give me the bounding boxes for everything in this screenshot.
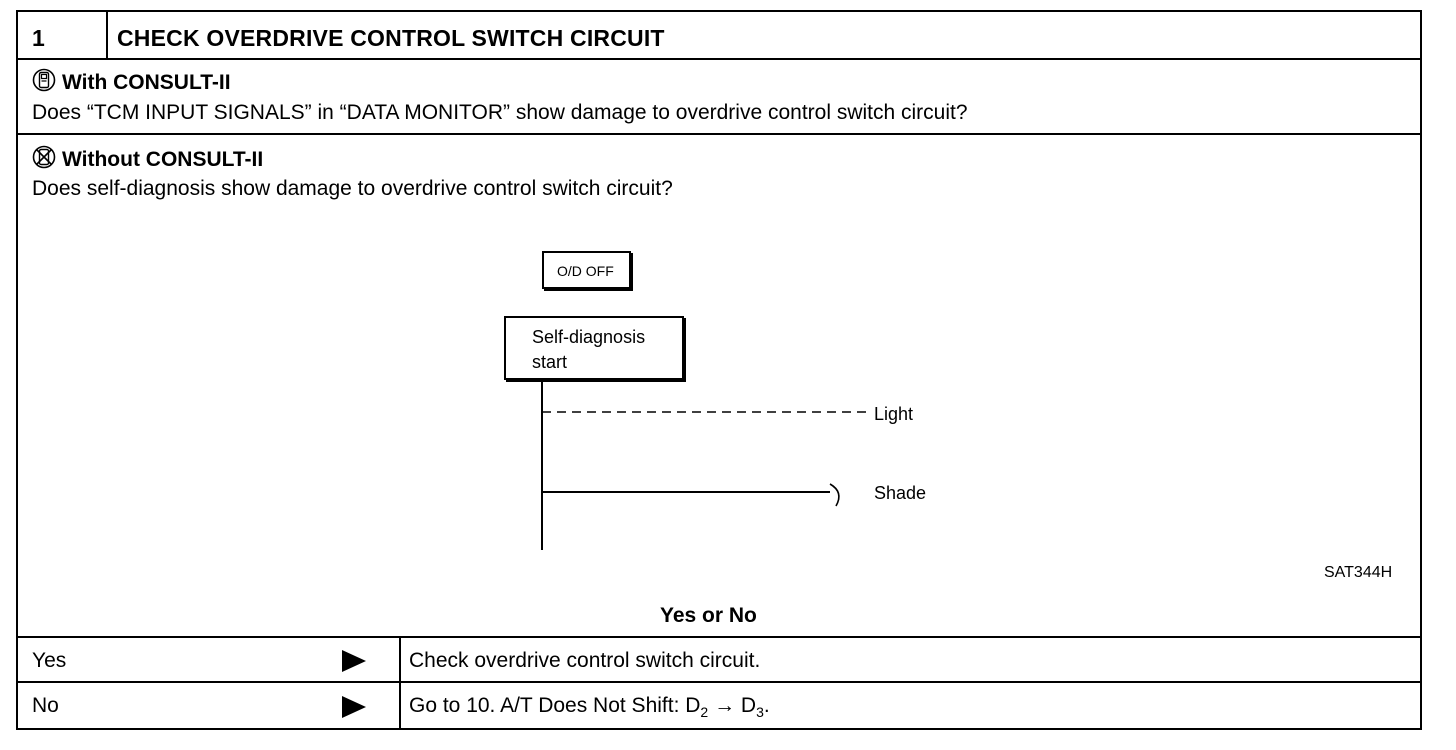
with-consult-label: With CONSULT-II: [62, 71, 231, 94]
row-divider: [18, 133, 1420, 135]
no-action-mid: D: [735, 694, 757, 717]
figure-code: SAT344H: [1324, 564, 1393, 581]
shift-arrow-icon: →: [714, 694, 736, 717]
without-consult-heading: Without CONSULT-II: [32, 145, 263, 175]
row-divider: [18, 681, 1420, 683]
header-divider: [106, 12, 108, 58]
gear-subscript-from: 2: [700, 704, 709, 721]
with-consult-heading: With CONSULT-II: [32, 68, 231, 98]
no-action-prefix: Go to 10. A/T Does Not Shift: D: [409, 694, 701, 717]
step-title: CHECK OVERDRIVE CONTROL SWITCH CIRCUIT: [117, 25, 665, 51]
shade-break-mark: [829, 483, 840, 507]
yes-or-no-prompt: Yes or No: [660, 604, 757, 627]
row-divider: [18, 58, 1420, 60]
gear-subscript-to: 3: [756, 704, 764, 721]
self-diagnosis-timing-diagram: [541, 380, 868, 550]
od-off-indicator: O/D OFF: [542, 251, 631, 289]
shade-label: Shade: [874, 483, 927, 503]
no-consult-tool-icon: [32, 145, 56, 175]
self-diagnosis-start-box: Self-diagnosis start: [504, 316, 684, 380]
with-consult-question: Does “TCM INPUT SIGNALS” in “DATA MONITO…: [32, 101, 968, 124]
procedure-table: 1 CHECK OVERDRIVE CONTROL SWITCH CIRCUIT…: [16, 10, 1422, 730]
start-label-line2: start: [532, 352, 568, 372]
od-off-label: O/D OFF: [557, 263, 614, 279]
answer-no: No: [32, 694, 59, 717]
start-label-line1: Self-diagnosis: [532, 327, 646, 347]
consult-tool-icon: [32, 68, 56, 98]
no-action-suffix: .: [763, 694, 770, 717]
arrow-right-icon: [342, 696, 366, 718]
light-label: Light: [874, 404, 914, 424]
without-consult-label: Without CONSULT-II: [62, 148, 264, 171]
yes-action: Check overdrive control switch circuit.: [409, 649, 761, 672]
arrow-right-icon: [342, 650, 366, 672]
no-action: Go to 10. A/T Does Not Shift: D2 → D3.: [409, 694, 770, 720]
answer-yes: Yes: [32, 649, 67, 672]
without-consult-question: Does self-diagnosis show damage to overd…: [32, 177, 673, 200]
row-divider: [18, 636, 1420, 638]
step-number: 1: [32, 25, 45, 51]
